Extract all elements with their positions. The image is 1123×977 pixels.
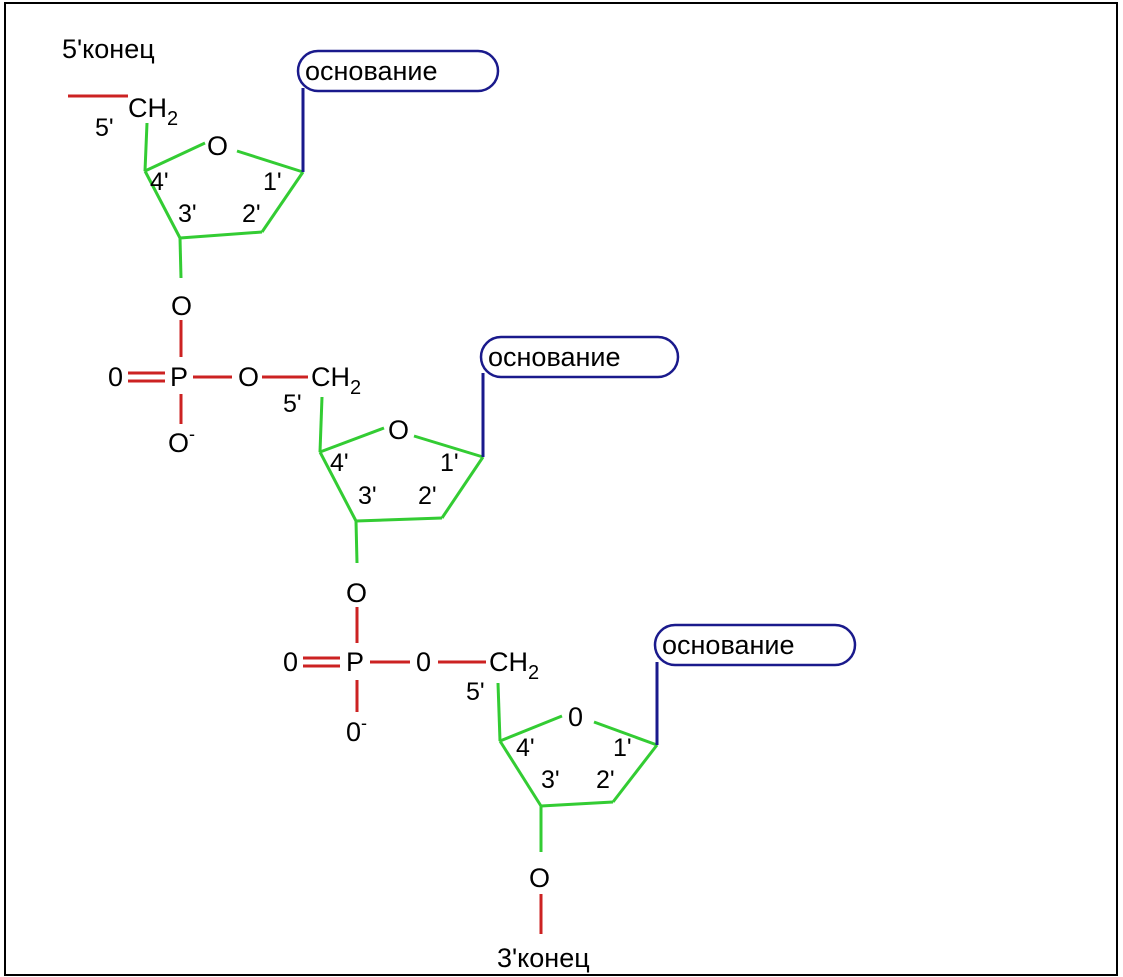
sugar-bond-c3-c4	[143, 170, 182, 239]
bridge-oxygen-right: 0	[416, 647, 431, 677]
bridge-oxygen-lower: O	[529, 863, 550, 893]
sugar-bond-c2-c3	[540, 800, 614, 808]
c3-label: 3'	[541, 766, 560, 794]
sugar-bond-c1-c2	[260, 171, 305, 233]
sugar-bond-c2-c3	[179, 230, 263, 240]
sugar-bond-o-c1	[413, 434, 484, 459]
base-label: основание	[488, 342, 621, 372]
bridge-oxygen-upper: O	[346, 578, 367, 608]
sugar-bond-c1-c2	[440, 456, 485, 519]
phosphate-group-2: O P 0 0 0-	[283, 578, 486, 747]
c2-label: 2'	[418, 482, 437, 510]
oxo-oxygen: 0	[283, 647, 298, 677]
sugar-bond-c3-down	[354, 520, 359, 564]
c2-label: 2'	[596, 766, 615, 794]
sugar-bond-c3-down	[178, 237, 183, 279]
c3-label: 3'	[358, 482, 377, 510]
base-label: основание	[305, 56, 438, 86]
nucleotide-unit-2: CH2 5' O 4' 1' 3' 2' основание	[283, 335, 680, 564]
base-label: основание	[662, 630, 795, 660]
c4-label: 4'	[330, 449, 349, 477]
bridge-oxygen-right: O	[238, 362, 259, 392]
ring-oxygen: O	[207, 131, 228, 161]
sugar-bond-c4-o	[499, 714, 563, 743]
five-end-label: 5'конец	[62, 34, 155, 64]
ch2-group: CH2	[489, 647, 539, 684]
ch2-group: CH2	[311, 362, 361, 399]
anion-oxygen: O-	[168, 424, 195, 458]
phosphorus-atom: P	[346, 647, 364, 677]
sugar-bond-ch2-c4	[496, 682, 502, 742]
c1-label: 1'	[440, 449, 459, 477]
c1-label: 1'	[613, 734, 632, 762]
ch2-group: CH2	[128, 93, 178, 130]
ring-oxygen: 0	[568, 702, 583, 732]
sugar-bond-c3-c4	[498, 740, 543, 807]
sugar-bond-c2-c3	[355, 516, 443, 523]
base-box	[653, 623, 857, 667]
anion-oxygen: 0-	[346, 713, 367, 747]
sugar-bond-ch2-c4	[143, 122, 149, 172]
bridge-oxygen-upper: O	[171, 291, 192, 321]
ring-oxygen: O	[388, 415, 409, 445]
sugar-bond-o-c1	[236, 149, 304, 174]
three-end-label: 3'конец	[497, 943, 590, 973]
sugar-bond-c4-o	[319, 426, 385, 454]
c1-label: 1'	[263, 168, 282, 196]
phosphate-group-1: O P 0 O O-	[108, 291, 308, 458]
sugar-bond-c3-c4	[318, 451, 358, 522]
c4-label: 4'	[516, 734, 535, 762]
phosphorus-atom: P	[170, 362, 188, 392]
nucleotide-unit-1: 5'конец CH2 5' O 4' 1' 3' 2' основание	[62, 34, 500, 279]
diagram-frame	[4, 2, 1118, 976]
c2-label: 2'	[242, 200, 261, 228]
nucleotide-unit-3: CH2 5' 0 4' 1' 3' 2' основание O 3'конец	[466, 623, 857, 973]
sugar-bond-ch2-c4	[318, 396, 324, 453]
c3-label: 3'	[178, 200, 197, 228]
sugar-bond-o-c1	[593, 720, 658, 747]
sugar-bond-c4-o	[144, 141, 206, 173]
oxo-oxygen: 0	[108, 362, 123, 392]
c5-label: 5'	[95, 114, 114, 142]
c4-label: 4'	[150, 168, 169, 196]
sugar-bond-c1-c2	[611, 744, 659, 803]
c5-label: 5'	[466, 678, 485, 706]
c5-label: 5'	[283, 390, 302, 418]
base-box	[296, 49, 500, 93]
base-box	[479, 335, 680, 379]
